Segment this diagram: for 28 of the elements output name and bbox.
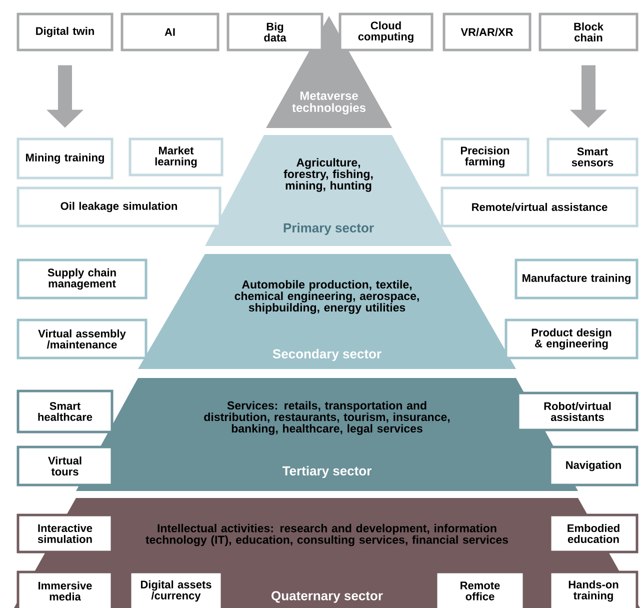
- label-box: Market learning: [128, 138, 224, 176]
- label-box: Immersive media: [16, 570, 114, 608]
- label-box: Oil leakage simulation: [16, 186, 222, 228]
- label-box: Interactive simulation: [16, 514, 114, 554]
- pyramid-layer: Agriculture, forestry, fishing, mining, hunting Primary sector: [205, 135, 452, 246]
- pyramid-layer: Automobile production, textile, chemical engineering, aerospace, shipbuilding, energy utilities Secondary sector: [138, 254, 516, 369]
- label-box: VR/AR/XR: [442, 12, 532, 52]
- label-box: Product design & engineering: [504, 318, 638, 360]
- label-box: Digital twin: [16, 12, 114, 52]
- label-box: Precision farming: [440, 138, 530, 176]
- label-box: Hands-on training: [548, 570, 638, 608]
- label-box: Block chain: [538, 12, 638, 52]
- label-box: Smart healthcare: [16, 390, 114, 434]
- label-box: Supply chain management: [16, 258, 148, 300]
- label-box: Remote/virtual assistance: [440, 186, 638, 228]
- label-box: AI: [120, 12, 220, 52]
- label-box: Manufacture training: [514, 258, 638, 300]
- label-box: Virtual assembly /maintenance: [16, 318, 148, 360]
- label-box: Robot/virtual assistants: [516, 392, 638, 432]
- label-box: Digital assets /currency: [128, 570, 224, 608]
- label-box: Mining training: [16, 138, 114, 180]
- label-box: Cloud computing: [338, 12, 434, 52]
- label-box: Remote office: [434, 570, 526, 608]
- label-box: Embodied education: [548, 514, 638, 554]
- label-box: Big data: [226, 12, 324, 52]
- label-box: Navigation: [548, 446, 638, 486]
- label-box: Virtual tours: [16, 446, 114, 486]
- label-box: Smart sensors: [546, 138, 638, 176]
